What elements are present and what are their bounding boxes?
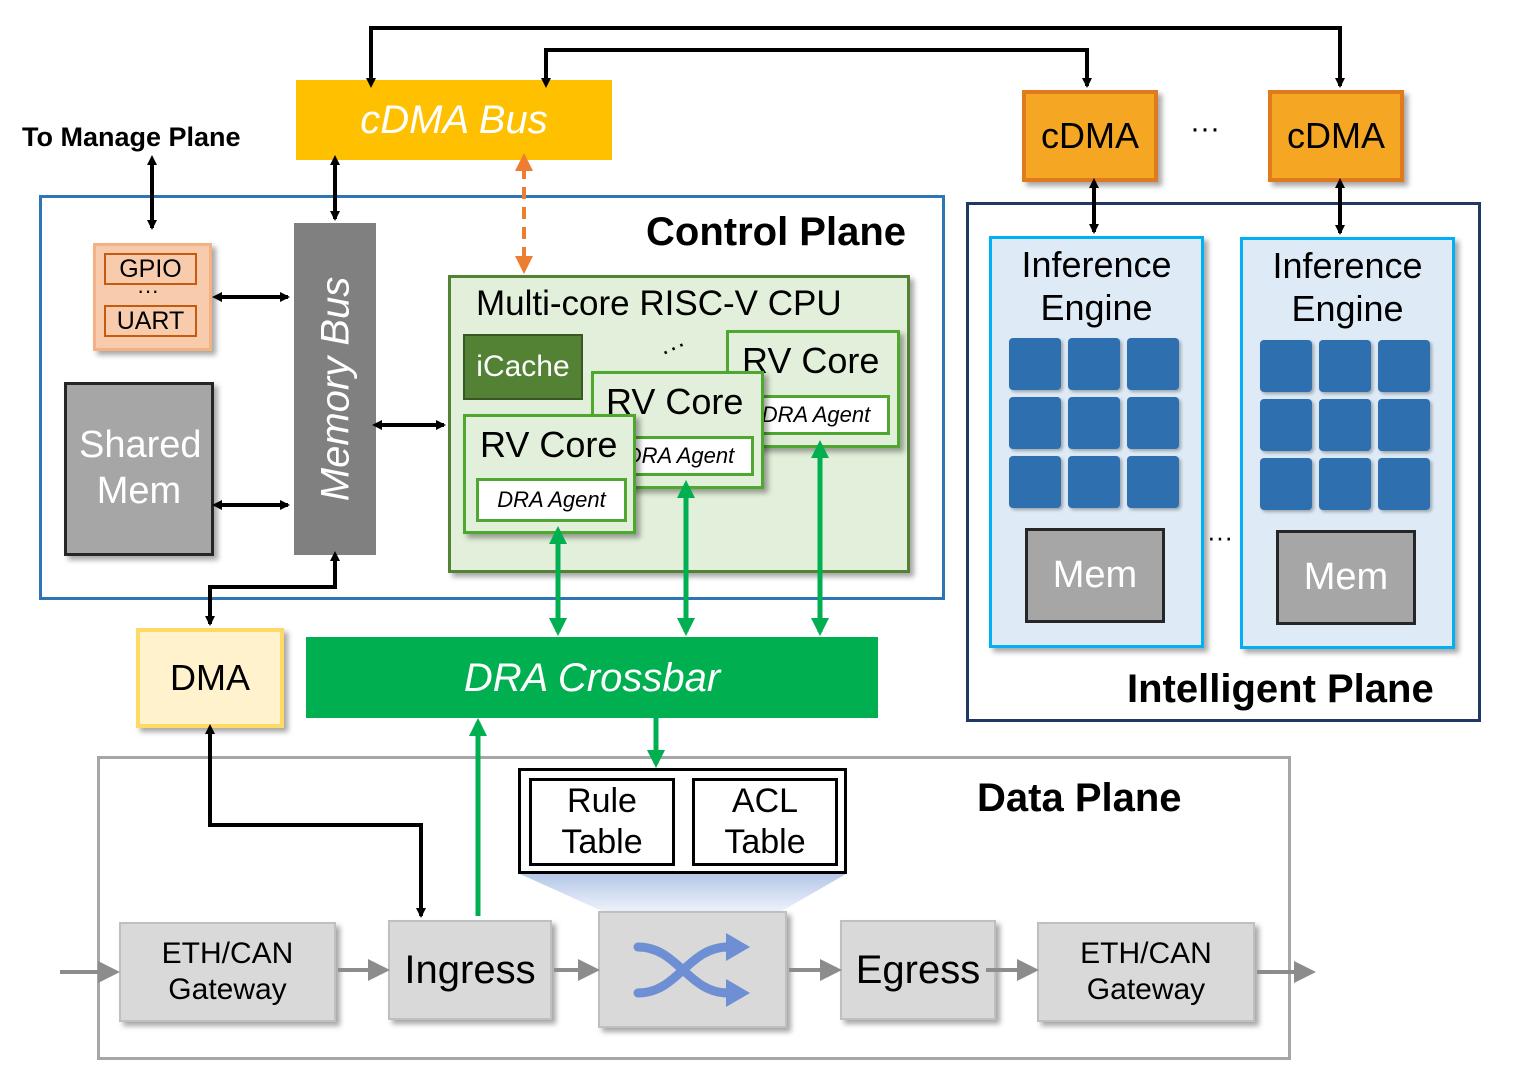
acl-table-label: ACL Table — [724, 782, 806, 861]
data-plane-panel — [97, 756, 1291, 1060]
shuffle-icon — [633, 932, 750, 1007]
intelligent-plane-title: Intelligent Plane — [1127, 667, 1434, 711]
rv-core-3-label: RV Core — [742, 340, 880, 381]
engine-2-mem-label: Mem — [1303, 555, 1389, 598]
engine-2-mem: Mem — [1276, 530, 1416, 625]
rule-table-label: Rule Table — [561, 782, 643, 861]
uart-label: UART — [116, 307, 185, 335]
gateway-in: ETH/CAN Gateway — [119, 922, 336, 1022]
rv-core-1-label: RV Core — [480, 424, 618, 465]
pe-cell — [1009, 338, 1061, 390]
pe-cell — [1068, 456, 1120, 508]
pe-cell — [1378, 458, 1430, 510]
inference-engine-2-pe-array — [1260, 340, 1430, 510]
shared-mem: Shared Mem — [64, 382, 214, 556]
pe-cell — [1068, 397, 1120, 449]
icache-label: iCache — [476, 350, 570, 383]
rule-table: Rule Table — [529, 778, 675, 866]
cdma-unit-1-label: cDMA — [1041, 115, 1139, 157]
pe-cell — [1068, 338, 1120, 390]
table-projection-beam — [520, 874, 846, 912]
table-group — [518, 768, 847, 874]
control-plane-title: Control Plane — [646, 210, 907, 254]
dma-label: DMA — [170, 657, 250, 699]
gateway-in-label: ETH/CAN Gateway — [161, 937, 294, 1006]
cdma-bus-label: cDMA Bus — [360, 98, 548, 142]
egress-box: Egress — [840, 920, 996, 1020]
pe-cell — [1378, 340, 1430, 392]
io-ellipsis: ··· — [137, 278, 159, 303]
engine-ellipsis: ··· — [1207, 522, 1233, 552]
engine-1-mem: Mem — [1025, 528, 1165, 623]
egress-label: Egress — [855, 948, 981, 992]
pe-cell — [1260, 340, 1312, 392]
pe-cell — [1009, 456, 1061, 508]
dra-agent-1-label: DRA Agent — [497, 486, 606, 512]
cdma-ellipsis: ··· — [1190, 112, 1220, 145]
control-plane-panel — [39, 195, 945, 600]
cdma-unit-2-label: cDMA — [1287, 115, 1385, 157]
pe-cell — [1127, 456, 1179, 508]
uart-box: UART — [104, 305, 197, 337]
dra-crossbar: DRA Crossbar — [306, 637, 878, 718]
acl-table: ACL Table — [692, 778, 838, 866]
gateway-out: ETH/CAN Gateway — [1037, 922, 1255, 1022]
dra-agent-3-label: DRA Agent — [761, 401, 871, 427]
pe-cell — [1319, 340, 1371, 392]
shared-mem-label: Shared Mem — [79, 424, 202, 512]
pe-cell — [1378, 399, 1430, 451]
engine-1-mem-label: Mem — [1052, 553, 1138, 596]
inference-engine-1-label: Inference Engine — [1021, 243, 1172, 328]
data-plane-title: Data Plane — [977, 776, 1182, 820]
ingress-label: Ingress — [404, 948, 536, 992]
gpio-box: GPIO — [104, 253, 197, 285]
pe-cell — [1260, 399, 1312, 451]
cdma-unit-1: cDMA — [1022, 90, 1158, 182]
cpu-title: Multi-core RISC-V CPU — [476, 284, 842, 323]
memory-bus: Memory Bus — [294, 223, 376, 555]
inference-engine-1-pe-array — [1009, 338, 1179, 508]
inference-engine-2-label: Inference Engine — [1272, 244, 1423, 329]
pe-cell — [1319, 458, 1371, 510]
cdma-bus: cDMA Bus — [296, 80, 612, 160]
gateway-out-label: ETH/CAN Gateway — [1080, 937, 1212, 1006]
pe-cell — [1127, 397, 1179, 449]
dra-agent-1: DRA Agent — [476, 478, 627, 522]
gpio-label: GPIO — [119, 255, 182, 283]
dra-agent-2-label: DRA Agent — [625, 442, 735, 468]
pe-cell — [1127, 338, 1179, 390]
switch-box — [598, 911, 787, 1028]
to-manage-plane-label: To Manage Plane — [22, 122, 241, 152]
dra-crossbar-label: DRA Crossbar — [463, 655, 721, 700]
pe-cell — [1319, 399, 1371, 451]
cdma-unit-2: cDMA — [1268, 90, 1404, 182]
dma-box: DMA — [136, 628, 284, 728]
io-block — [93, 243, 212, 351]
icache-box: iCache — [463, 334, 583, 400]
dra-agent-3: DRA Agent — [742, 395, 890, 435]
pe-cell — [1009, 397, 1061, 449]
pe-cell — [1260, 458, 1312, 510]
intelligent-plane-panel — [966, 202, 1481, 722]
